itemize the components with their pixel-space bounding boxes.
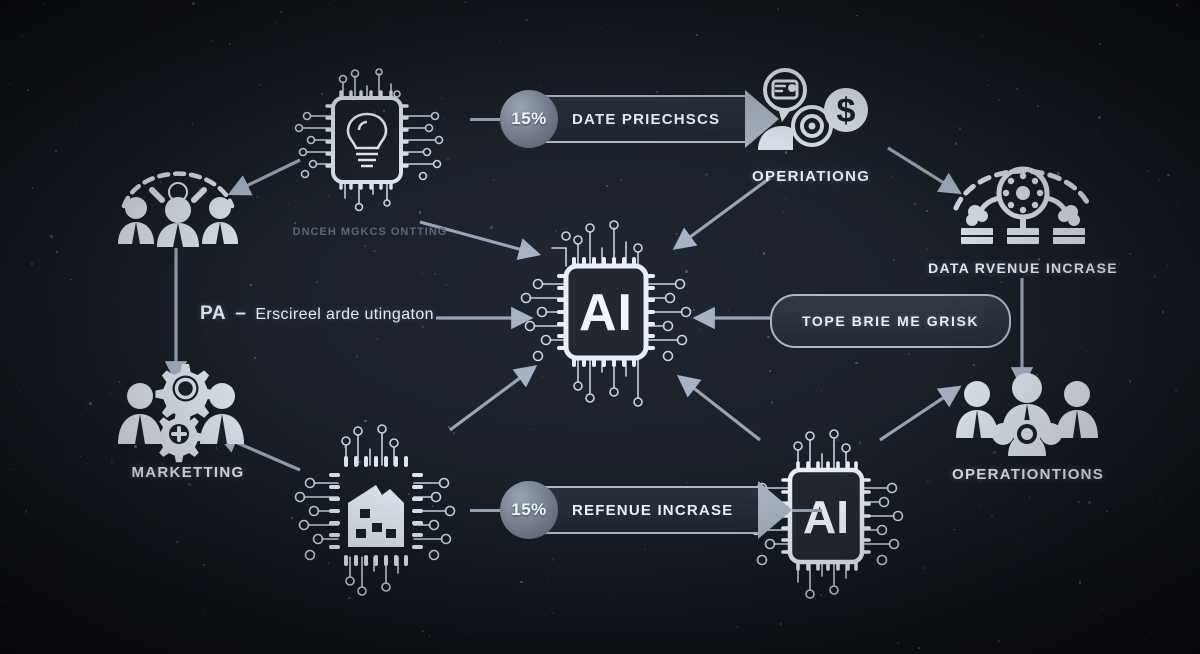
banner-top-text: DATE PRIECHSCS [538, 95, 747, 143]
banner-bottom-stub-right [792, 508, 823, 512]
node-operations-team[interactable]: OPERATIONTIONS [952, 372, 1112, 483]
node-customer-label: OPERIATIONG [752, 168, 871, 185]
banner-top-stub [470, 117, 500, 121]
node-building-chip[interactable] [286, 424, 466, 596]
node-idea-chip[interactable]: DNCEH MGKCS ONTTING [285, 68, 455, 238]
team-group-icon [118, 171, 238, 247]
building-chip-icon [294, 424, 456, 596]
banner-bottom[interactable]: 15% REFENUE INCRASE [470, 481, 823, 539]
node-automation[interactable]: DATA RVENUE INCRASE [928, 160, 1117, 276]
robotic-automation-icon [953, 166, 1093, 244]
banner-top[interactable]: 15% DATE PRIECHSCS [470, 90, 780, 148]
operations-people-icon [956, 373, 1098, 456]
annotation-pa-note: PA – Erscireel arde utingaton [200, 303, 434, 325]
node-marketing-label: MARKETTING [131, 464, 245, 481]
banner-top-percent: 15% [500, 90, 558, 148]
pa-note-prefix: PA [200, 303, 227, 324]
pa-note-text: Erscireel arde utingaton [255, 306, 434, 323]
marketing-gears-people-icon [118, 364, 244, 463]
banner-bottom-arrow-tip [758, 481, 793, 539]
banner-top-arrow-tip [745, 90, 780, 148]
ai-chip-icon: AI [520, 220, 692, 407]
lightbulb-chip-icon [294, 68, 444, 212]
capsule-right[interactable]: TOPE BRIE ME GRISK [770, 294, 1012, 348]
node-team-top-left[interactable] [110, 148, 246, 248]
svg-text:$: $ [837, 92, 856, 130]
pa-note-dash: – [235, 303, 247, 324]
banner-bottom-stub [470, 508, 500, 512]
banner-bottom-percent: 15% [500, 481, 558, 539]
ai-core-text: AI [579, 284, 633, 342]
node-idea-chip-label: DNCEH MGKCS ONTTING [292, 226, 448, 238]
node-automation-label: DATA RVENUE INCRASE [928, 260, 1118, 276]
node-ai-core[interactable]: AI [508, 220, 704, 412]
node-operations-team-label: OPERATIONTIONS [952, 466, 1105, 483]
node-marketing[interactable]: MARKETTING [104, 362, 272, 481]
banner-bottom-text: REFENUE INCRASE [538, 486, 760, 534]
